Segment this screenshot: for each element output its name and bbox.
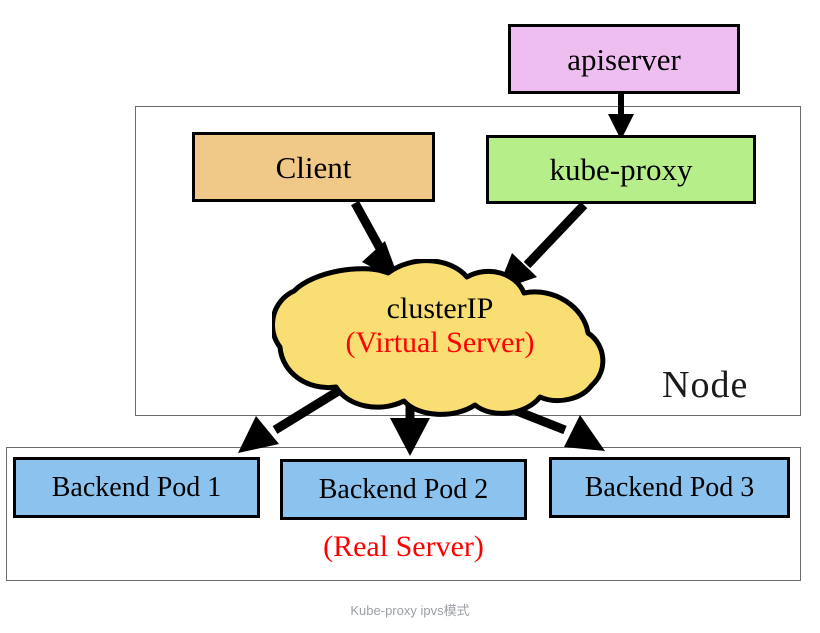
backend-pod-2-label: Backend Pod 2 <box>318 473 489 505</box>
backend-pod-3-label: Backend Pod 3 <box>584 471 755 503</box>
node-apiserver[interactable]: apiserver <box>508 24 740 94</box>
diagram-caption: Kube-proxy ipvs模式 <box>350 603 470 618</box>
node-backend-pod-3[interactable]: Backend Pod 3 <box>549 457 790 518</box>
node-kube-proxy[interactable]: kube-proxy <box>486 135 756 204</box>
apiserver-label: apiserver <box>567 41 681 77</box>
kube-proxy-label: kube-proxy <box>549 152 693 187</box>
backend-pod-1-label: Backend Pod 1 <box>51 471 222 503</box>
node-backend-pod-2[interactable]: Backend Pod 2 <box>280 459 527 520</box>
node-clusterip-cloud[interactable] <box>272 259 608 420</box>
client-label: Client <box>275 149 352 185</box>
node-backend-pod-1[interactable]: Backend Pod 1 <box>13 457 260 518</box>
node-client[interactable]: Client <box>192 132 435 202</box>
node-container-frame <box>135 106 801 416</box>
real-server-label: (Real Server) <box>323 530 484 563</box>
node-label: Node <box>662 364 749 406</box>
